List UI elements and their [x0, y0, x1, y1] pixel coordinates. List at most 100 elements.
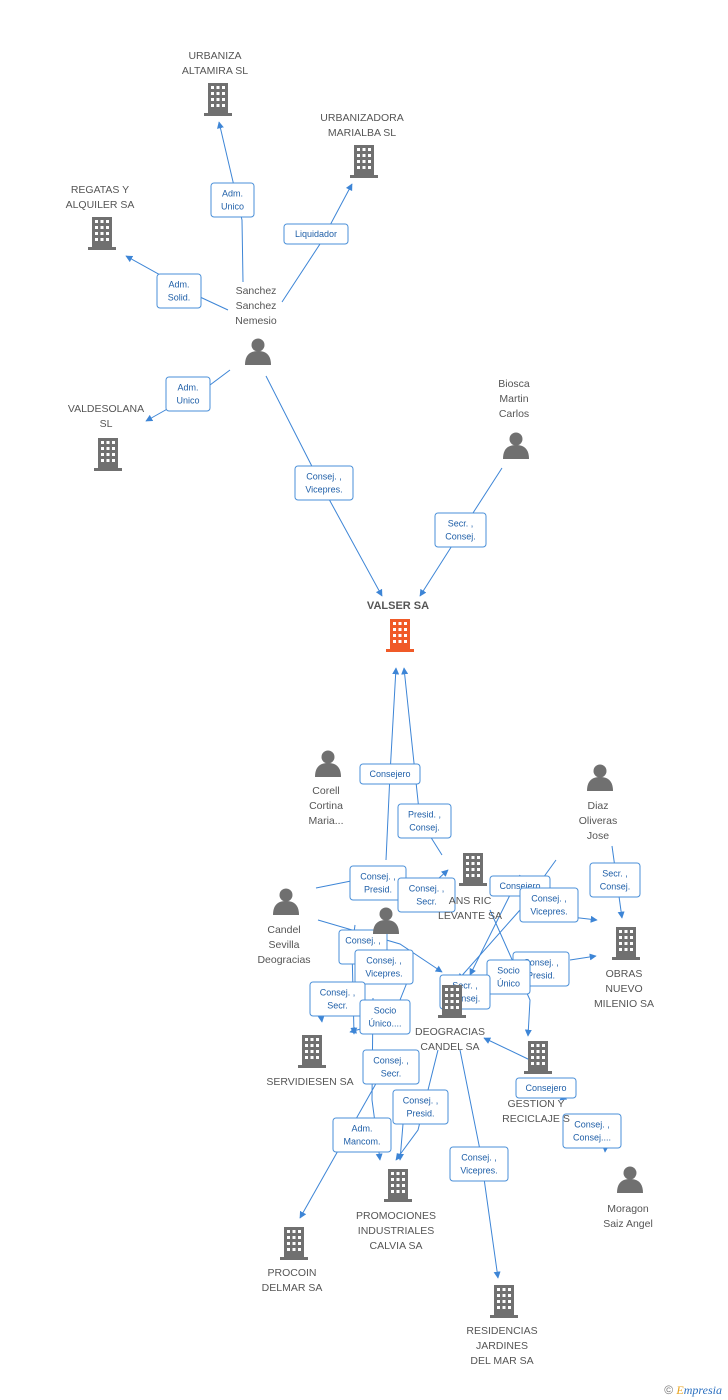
relation-box	[359, 763, 421, 785]
node-label: Jose	[587, 830, 609, 842]
relation-label-r20[interactable]: SocioÚnico....	[359, 999, 411, 1035]
node-label: VALSER SA	[367, 600, 429, 612]
edge-20	[395, 1049, 439, 1161]
relation-label-r6[interactable]: Secr. , Consej.	[434, 512, 487, 548]
node-label: CANDEL SA	[420, 1041, 479, 1053]
relation-label-r13[interactable]: Consej. ,Vicepres.	[519, 887, 579, 923]
relation-label-r26[interactable]: Consej. ,Vicepres.	[449, 1146, 509, 1182]
relation-box	[519, 887, 579, 923]
relation-text: Consej. ,	[320, 988, 356, 998]
relation-text: Consejero	[369, 769, 410, 779]
node-label: Moragon	[607, 1203, 649, 1215]
relation-box	[359, 999, 411, 1035]
node-label: LEVANTE SA	[438, 910, 502, 922]
relation-text: Vicepres.	[460, 1166, 497, 1176]
person-icon	[503, 432, 529, 459]
relation-label-r23[interactable]: Adm.Mancom.	[332, 1117, 392, 1153]
relation-text: Consej.	[450, 994, 481, 1004]
relation-text: Consej. ,	[523, 958, 559, 968]
relation-label-r19[interactable]: Consej. ,Secr.	[309, 981, 366, 1017]
relation-text: Consej.	[445, 532, 476, 542]
relations-layer: Adm.UnicoLiquidadorAdm.Solid.Adm.UnicoCo…	[156, 182, 641, 1182]
relation-text: Vicepres.	[530, 907, 567, 917]
relation-text: Adm.	[222, 189, 243, 199]
node-label: RECICLAJE S	[502, 1113, 570, 1125]
node-label: MARIALBA SL	[328, 127, 396, 139]
relation-label-r11[interactable]: Consej. ,Secr.	[397, 877, 456, 913]
relation-label-r9[interactable]: Secr. , Consej.	[589, 862, 641, 898]
node-label: Oliveras	[579, 815, 618, 827]
node-hidden-person[interactable]	[373, 907, 399, 935]
relation-label-r3[interactable]: Adm.Solid.	[156, 273, 202, 309]
building-icon	[94, 438, 122, 471]
relation-box	[332, 1117, 392, 1153]
building-icon	[438, 985, 466, 1018]
relation-label-r10[interactable]: Consej. , Presid.	[349, 865, 407, 901]
relation-label-r1[interactable]: Adm. Unico	[210, 182, 255, 218]
relation-label-r4[interactable]: Adm.Unico	[165, 376, 211, 412]
relation-label-r22[interactable]: Consej. ,Presid.	[392, 1089, 449, 1125]
relation-label-r25[interactable]: Consej. , Consej....	[562, 1113, 622, 1149]
relation-label-r15[interactable]: Consej. ,Vicepres.	[354, 949, 414, 985]
node-valser[interactable]: VALSER SA	[367, 600, 429, 652]
copyright-symbol: ©	[664, 1383, 674, 1397]
relation-label-r8[interactable]: Presid. ,Consej.	[397, 803, 452, 839]
relation-text: Consej. ,	[360, 872, 396, 882]
node-servidiesen[interactable]: SERVIDIESEN SA	[266, 1035, 354, 1088]
building-icon	[88, 217, 116, 250]
relation-label-r24[interactable]: Consejero	[515, 1077, 577, 1099]
node-label: DEL MAR SA	[470, 1355, 533, 1367]
relation-label-r5[interactable]: Consej. ,Vicepres.	[294, 465, 354, 501]
relation-text: Secr. ,	[448, 519, 474, 529]
relation-box	[397, 877, 456, 913]
relation-label-r7[interactable]: Consejero	[359, 763, 421, 785]
relation-text: Consej....	[573, 1133, 611, 1143]
footer-brand[interactable]: © Empresia	[664, 1383, 722, 1398]
node-label: VALDESOLANA	[68, 403, 144, 415]
relation-text: Presid.	[406, 1109, 434, 1119]
relation-text: Unico	[221, 202, 244, 212]
relation-text: Consej.	[600, 882, 631, 892]
relation-box	[589, 862, 641, 898]
node-corell[interactable]: CorellCortinaMaria...	[308, 750, 344, 828]
relation-text: Secr. ,	[602, 869, 628, 879]
relation-box	[392, 1089, 449, 1125]
node-label: Maria...	[308, 815, 343, 827]
relation-label-r21[interactable]: Consej. ,Secr.	[362, 1049, 420, 1085]
relation-text: Consejero	[525, 1083, 566, 1093]
relation-text: Socio	[497, 966, 520, 976]
relation-text: Consej. ,	[574, 1120, 610, 1130]
relation-text: Consej. ,	[373, 1056, 409, 1066]
node-label: SERVIDIESEN SA	[266, 1076, 353, 1088]
relation-label-r2[interactable]: Liquidador	[283, 223, 349, 245]
relation-box	[165, 376, 211, 412]
relation-text: Único	[497, 979, 520, 989]
relation-text: Presid.	[364, 885, 392, 895]
relation-text: Socio	[374, 1006, 397, 1016]
relation-box	[283, 223, 349, 245]
node-label: Deogracias	[257, 954, 310, 966]
relation-box	[354, 949, 414, 985]
building-icon	[384, 1169, 412, 1202]
relation-box	[434, 512, 487, 548]
node-label: REGATAS Y	[71, 184, 129, 196]
node-label: Sanchez	[236, 285, 277, 297]
